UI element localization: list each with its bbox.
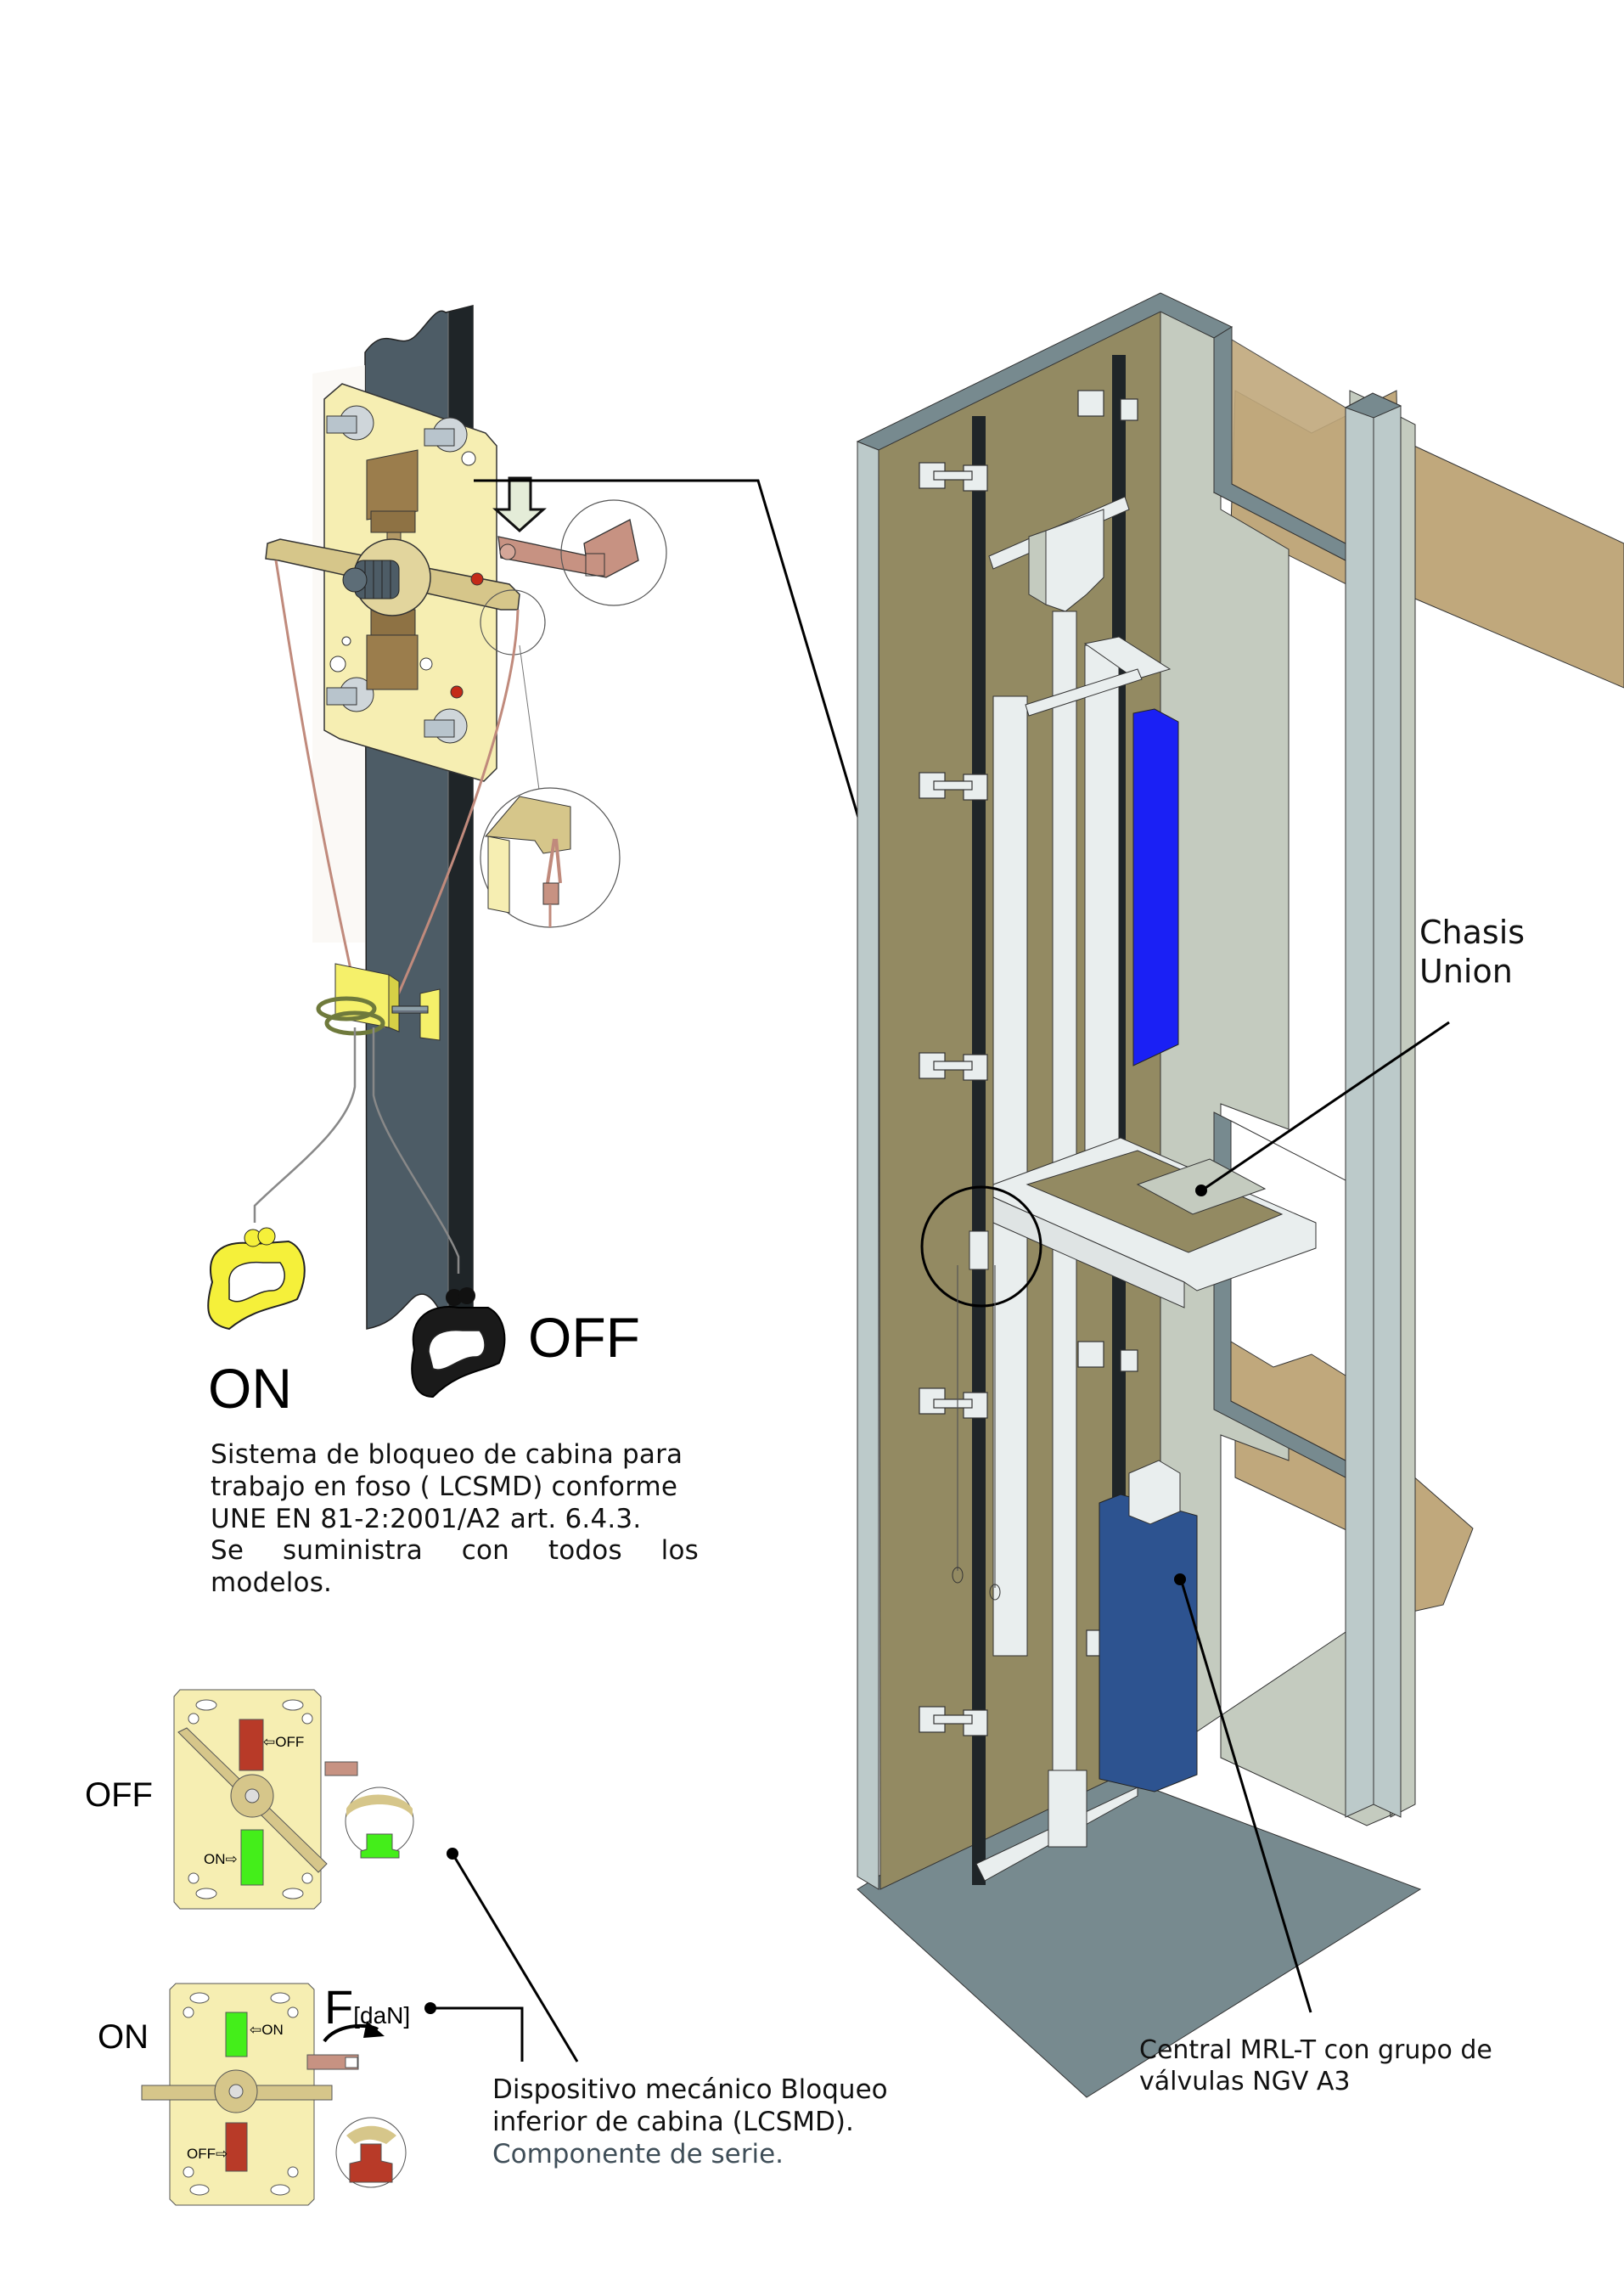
lcsmd-callout-circle — [920, 1185, 1042, 1308]
description-line: UNE EN 81-2:2001/A2 art. 6.4.3. — [211, 1503, 642, 1534]
off-state-label: OFF — [85, 1776, 153, 1814]
guide-rail-left — [972, 416, 986, 1885]
central-unit-label: Central MRL-T con grupo de válvulas NGV … — [1139, 2035, 1492, 2097]
label-line: Chasis — [1419, 914, 1526, 951]
description-line: Dispositivo mecánico Bloqueo — [492, 2074, 888, 2105]
description-line: Sistema de bloqueo de cabina para — [211, 1439, 683, 1470]
off-state-schematic — [173, 1689, 414, 1910]
switch-tag-on: ⇦ON — [250, 2022, 284, 2038]
chassis-union-label: Chasis Union — [1419, 913, 1525, 992]
description-line: inferior de cabina (LCSMD). — [492, 2106, 854, 2137]
blue-tank — [1132, 708, 1179, 1066]
label-line: Central MRL-T con grupo de — [1139, 2035, 1492, 2065]
cable-guide-bracket — [316, 963, 441, 1041]
switch-tag-off: ⇦OFF — [263, 1734, 305, 1750]
description-line: Se suministra con todos los modelos. — [211, 1535, 699, 1599]
upper-limit-switch — [366, 449, 419, 545]
on-switch-green — [225, 2012, 248, 2057]
crosshead — [1083, 636, 1172, 680]
off-switch-red — [225, 2122, 248, 2172]
cable-end-detail — [480, 787, 621, 928]
force-unit: [daN] — [353, 2002, 411, 2029]
off-switch-red — [239, 1719, 264, 1771]
on-state-label: ON — [98, 2018, 149, 2056]
central-mrl-t — [1099, 1494, 1198, 1792]
series-component-note: Componente de serie. — [492, 2138, 784, 2169]
pulley-head — [988, 496, 1130, 612]
label-line: Union — [1419, 953, 1513, 991]
lcsmd-mechanism-detail — [207, 305, 667, 1398]
bolt-icon — [326, 405, 468, 744]
on-state-schematic — [141, 1983, 407, 2206]
on-switch-green — [240, 1829, 264, 1886]
spring-icon — [342, 560, 400, 599]
device-description: Dispositivo mecánico Bloqueo inferior de… — [492, 2074, 888, 2170]
elevator-shaft — [856, 292, 1624, 2098]
description-line: trabajo en foso ( LCSMD) conforme — [211, 1471, 678, 1502]
force-label: F[daN] — [324, 1978, 410, 2036]
force-symbol: F — [324, 1980, 354, 2034]
lcsmd-mini — [969, 1230, 989, 1270]
on-handle — [207, 1227, 306, 1331]
label-line: válvulas NGV A3 — [1139, 2066, 1351, 2096]
switch-tag-off: OFF⇨ — [187, 2146, 228, 2162]
on-handle-label: ON — [208, 1357, 292, 1420]
off-handle-label: OFF — [528, 1306, 640, 1369]
car-frame-upright-right — [1084, 644, 1120, 1173]
off-handle — [411, 1287, 506, 1398]
system-description: Sistema de bloqueo de cabina para trabaj… — [211, 1439, 699, 1600]
switch-tag-on: ON⇨ — [204, 1851, 238, 1867]
leader-lines — [424, 1021, 1450, 2062]
shaft-left-wall — [857, 441, 879, 1890]
down-arrow-icon — [492, 476, 547, 533]
